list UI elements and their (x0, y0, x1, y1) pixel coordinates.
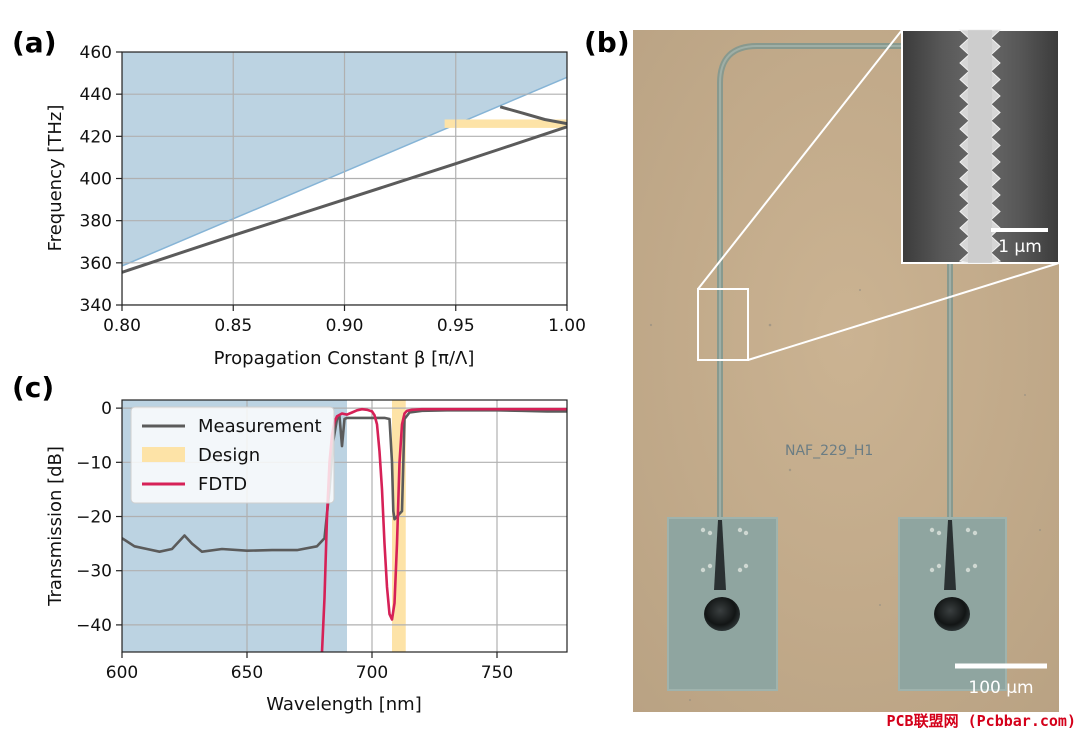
panel-a-y-tick-label: 340 (80, 296, 112, 316)
inset-scale-label: 1 µm (998, 237, 1042, 257)
watermark: PCB联盟网 (Pcbbar.com) (887, 712, 1077, 730)
panel-a-y-tick-label: 440 (80, 85, 112, 105)
legend-label-measurement: Measurement (198, 416, 322, 437)
series-fdtd-line (320, 407, 567, 652)
panel-a-y-tick-label: 380 (80, 212, 112, 232)
panel-c-x-tick-label: 700 (356, 663, 388, 683)
panel-a-x-ticks: 0.80 0.85 0.90 0.95 1.00 (103, 305, 586, 336)
panel-a-label: (a) (12, 26, 57, 59)
panel-a-x-tick-label: 0.90 (326, 316, 364, 336)
panel-c-x-tick-label: 650 (231, 663, 263, 683)
panel-c-frame (121, 399, 568, 653)
panel-a-grid (122, 52, 567, 305)
zoom-connector-bottom (747, 262, 1060, 361)
panel-a-x-tick-label: 1.00 (548, 316, 586, 336)
panel-c-y-tick-label: 0 (101, 399, 112, 419)
panel-a-y-ticks: 340 360 380 400 420 440 460 (80, 43, 122, 316)
panel-a-y-tick-label: 360 (80, 254, 112, 274)
panel-c-y-ticks: 0 −10 −20 −30 −40 (76, 399, 122, 636)
panel-c: (c) 600 650 700 750 0 −10 −20 −30 −40 Wavelengt… (12, 371, 568, 715)
panel-c-legend: Measurement Design FDTD (130, 406, 335, 504)
panel-c-y-tick-label: −10 (76, 453, 112, 473)
panel-a: (a) 0.80 0.85 0.90 0.95 1.00 340 360 380 400 420… (12, 26, 586, 369)
panel-a-plot-area (122, 52, 567, 305)
bandgap-band (444, 119, 567, 128)
panel-a-band-line-1 (122, 125, 567, 274)
legend-swatch-design (142, 447, 185, 462)
legend-box (130, 406, 335, 504)
panel-c-y-tick-label: −20 (76, 508, 112, 528)
panel-c-y-tick-label: −30 (76, 562, 112, 582)
panel-c-y-tick-label: −40 (76, 616, 112, 636)
panel-c-x-axis-label: Wavelength [nm] (266, 694, 422, 715)
panel-a-x-tick-label: 0.85 (214, 316, 252, 336)
panel-c-y-axis-label: Transmission [dB] (45, 446, 66, 607)
chip-label: NAF_229_H1 (785, 443, 873, 459)
droplet-right (934, 597, 970, 631)
panel-b-label: (b) (584, 26, 630, 59)
droplet-left (704, 597, 740, 631)
pad-right (898, 517, 1007, 691)
sem-inset: 1 µm (901, 29, 1060, 264)
zoom-box (697, 288, 749, 361)
main-scale-label: 100 µm (968, 678, 1033, 698)
micrograph-specks (649, 289, 1041, 701)
panel-a-y-tick-label: 400 (80, 170, 112, 190)
panel-a-x-tick-label: 0.80 (103, 316, 141, 336)
series-measurement-line (122, 409, 567, 553)
panel-b: (b) (584, 26, 1060, 712)
panel-c-series (122, 407, 567, 652)
panel-c-x-tick-label: 750 (481, 663, 513, 683)
panel-c-label: (c) (12, 371, 54, 404)
panel-a-x-axis-label: Propagation Constant β [π/Λ] (214, 348, 475, 369)
panel-a-y-tick-label: 420 (80, 127, 112, 147)
panel-a-x-tick-label: 0.95 (437, 316, 475, 336)
legend-label-fdtd: FDTD (198, 474, 247, 495)
panel-a-band-line-2 (499, 105, 567, 126)
zoom-connector-top (697, 29, 903, 290)
panel-a-y-tick-label: 460 (80, 43, 112, 63)
panel-c-x-tick-label: 600 (106, 663, 138, 683)
panel-a-y-axis-label: Frequency [THz] (45, 105, 66, 252)
pad-left (667, 517, 778, 691)
panel-c-x-ticks: 600 650 700 750 (106, 652, 513, 683)
panel-a-series (122, 105, 567, 274)
legend-label-design: Design (198, 445, 260, 466)
